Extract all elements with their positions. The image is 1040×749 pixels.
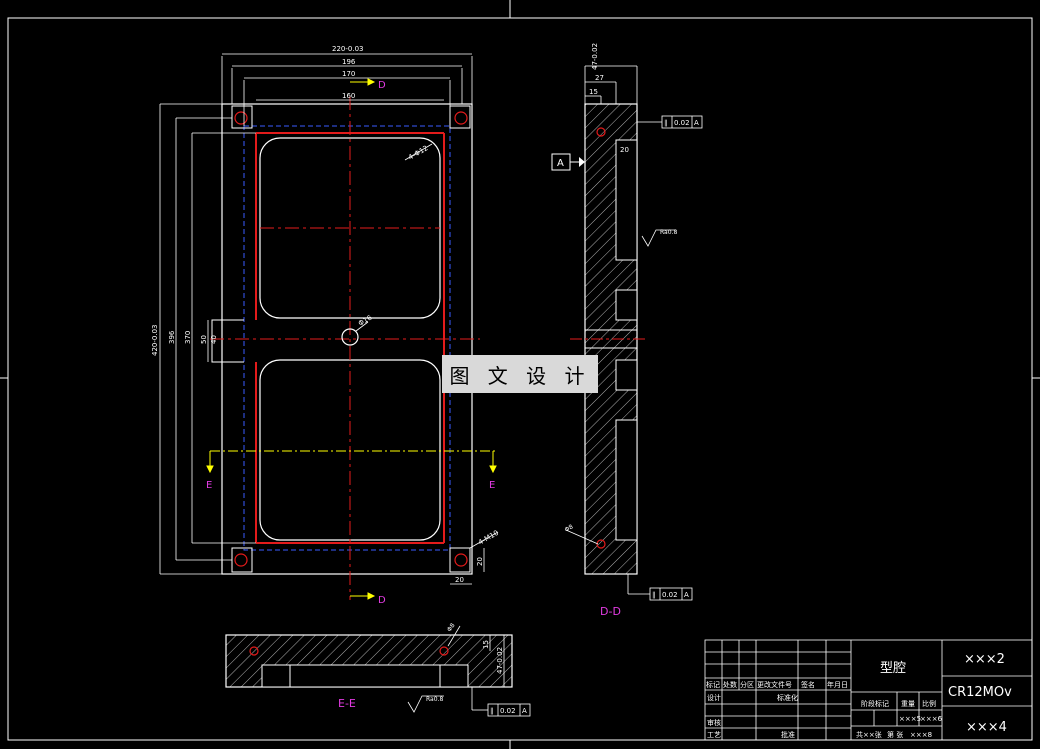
- dim-50: 50: [200, 335, 208, 344]
- section-label-dd: D-D: [600, 605, 621, 618]
- row-approve: 批准: [781, 730, 795, 739]
- hole-note-bottom: 4-M10: [477, 529, 500, 547]
- parallel-icon: ∥: [664, 119, 668, 127]
- title-block: [704, 639, 1033, 741]
- datum-a: A: [557, 158, 564, 169]
- section-d-top: D: [378, 80, 386, 91]
- center-hole-label: Φ16: [357, 313, 374, 327]
- part-name: 型腔: [880, 661, 906, 676]
- watermark: 图 文 设 计: [442, 355, 598, 393]
- drawing-number: ×××2: [964, 652, 1005, 667]
- side-dim-27: 27: [595, 74, 604, 82]
- dim-160: 160: [342, 92, 355, 100]
- sheet-number: 第 张: [887, 730, 903, 739]
- section-arrows: [206, 78, 497, 600]
- ee-tol-ref: A: [522, 707, 527, 715]
- corner-holes: [234, 111, 468, 567]
- insert-outline: [255, 132, 445, 544]
- side-tol-top: 0.02: [674, 119, 690, 127]
- side-tol-bottom: 0.02: [662, 591, 678, 599]
- parallel-icon: ∥: [652, 591, 656, 599]
- row-design: 设计: [707, 693, 721, 702]
- scale-value: ×××6: [920, 715, 943, 723]
- ee-roughness: Ra0.8: [426, 696, 443, 703]
- dim-170: 170: [342, 70, 355, 78]
- dim-20-bottom: 20: [455, 576, 464, 584]
- vertical-dims: [159, 103, 256, 575]
- dim-overall-width: 220-0.03: [332, 45, 363, 53]
- col-header-5: 年月日: [827, 680, 848, 689]
- center-hole: [341, 328, 359, 346]
- top-view: Φ16 220-0.03 196: [151, 45, 500, 606]
- side-dim-thickness: 47-0.02: [591, 43, 599, 70]
- col-header-3: 更改文件号: [757, 680, 792, 689]
- horizontal-dims: [221, 53, 473, 126]
- dim-396: 396: [168, 330, 176, 344]
- section-e-left: E: [206, 480, 212, 491]
- side-dim-15: 15: [589, 88, 598, 96]
- col-header-0: 标记: [706, 680, 720, 689]
- ee-dim-15: 15: [482, 640, 490, 649]
- row-process: 工艺: [707, 731, 721, 739]
- section-e-right: E: [489, 480, 495, 491]
- side-tol-top-ref: A: [694, 119, 699, 127]
- parallel-icon: ∥: [490, 707, 494, 715]
- side-hole-label: Φ8: [564, 523, 575, 533]
- center-lines: [210, 96, 480, 600]
- side-view-dd: 47-0.02 27 15 20 ∥ 0.02 A ∥ 0.02 A A Ra0…: [551, 43, 703, 618]
- ee-tol: 0.02: [500, 707, 516, 715]
- organization: ×××4: [966, 720, 1007, 735]
- ee-dim-thickness: 47-0.02: [496, 647, 504, 674]
- scale: 比例: [922, 699, 936, 708]
- side-dim-20: 20: [620, 146, 629, 154]
- dim-20-right: 20: [476, 557, 484, 566]
- sheet-total: 共××张: [856, 730, 882, 739]
- section-ee: Φ8 15 47-0.02 Ra0.8 ∥ 0.02 A E-E: [225, 622, 531, 717]
- dim-overall-height: 420-0.03: [151, 325, 159, 356]
- dim-196: 196: [342, 58, 356, 66]
- material: CR12MOv: [948, 685, 1012, 700]
- section-label-ee: E-E: [338, 697, 356, 710]
- section-d-bottom: D: [378, 595, 386, 606]
- row-standard: 标准化: [777, 693, 798, 702]
- col-header-4: 签名: [801, 680, 815, 689]
- version: ×××8: [910, 731, 932, 739]
- ee-hole-label: Φ8: [446, 622, 457, 633]
- row-review: 审核: [707, 718, 721, 727]
- title-block-text: 标记 处数 分区 更改文件号 签名 年月日 设计 标准化 审核 工艺 批准 型腔…: [706, 652, 1012, 739]
- weight: 重量: [901, 700, 915, 708]
- side-tol-bottom-ref: A: [684, 591, 689, 599]
- dim-40: 40: [210, 335, 218, 344]
- pocket-outline-hidden: [243, 125, 451, 551]
- col-header-2: 分区: [740, 680, 754, 689]
- hole-note-top: 4-Φ12: [407, 144, 430, 162]
- weight-value: ×××5: [899, 715, 921, 723]
- roughness-symbol: [641, 229, 676, 247]
- col-header-1: 处数: [723, 680, 737, 689]
- side-roughness: Ra0.8: [660, 229, 677, 236]
- stage-mark: 阶段标记: [861, 699, 889, 708]
- dim-370: 370: [184, 331, 192, 344]
